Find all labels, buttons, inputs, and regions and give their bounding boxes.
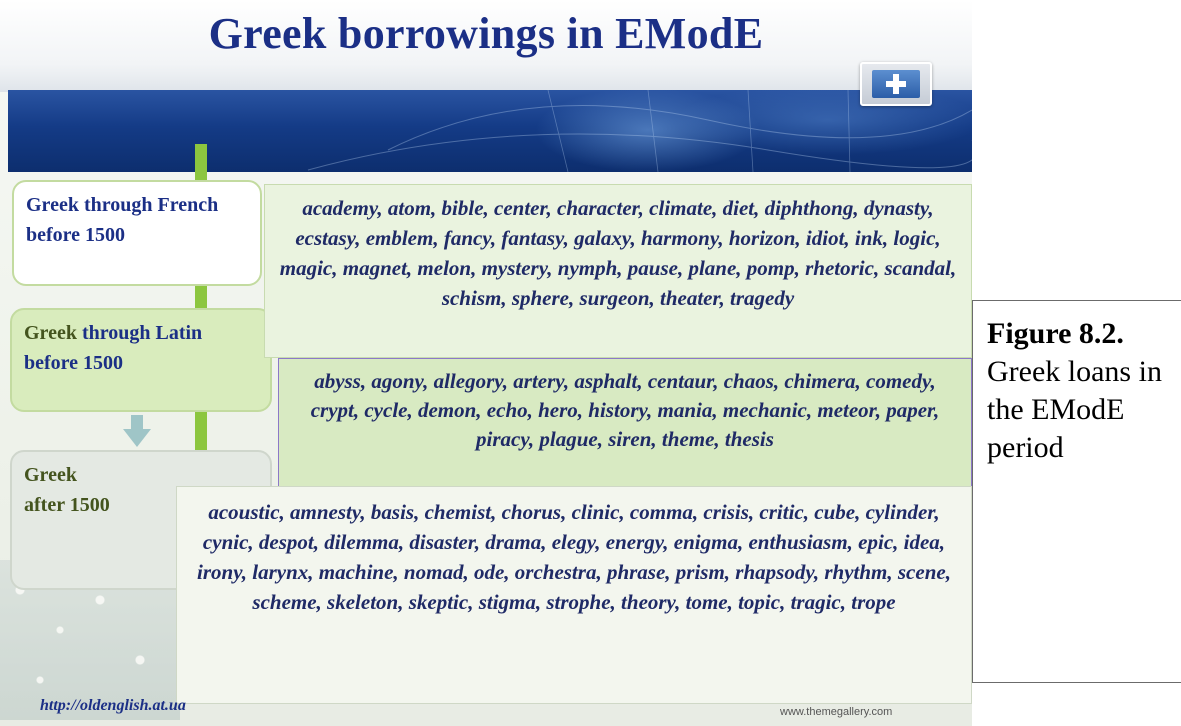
title-band [0, 0, 972, 92]
label-greek-through-latin: Greek through Latin before 1500 [10, 308, 272, 412]
word-list-french: academy, atom, bible, center, character,… [264, 184, 972, 358]
label-greek-word: Greek [24, 322, 77, 344]
label-rest: through French before 1500 [26, 194, 219, 246]
world-map-banner [8, 90, 972, 172]
label-rest: through Latin before 1500 [24, 322, 203, 374]
label-greek-word: Greek [26, 194, 79, 216]
figure-caption: Figure 8.2. Greek loans in the EModE per… [972, 300, 1181, 683]
slide: Greek borrowings in EModE Greek through … [0, 0, 972, 726]
source-url: http://oldenglish.at.ua [40, 697, 186, 714]
word-list-latin: abyss, agony, allegory, artery, asphalt,… [278, 358, 972, 496]
label-line-2: after 1500 [24, 494, 110, 516]
label-greek-through-french: Greek through French before 1500 [12, 180, 262, 286]
label-line-1: Greek [24, 464, 77, 486]
figure-caption-text: Greek loans in the EModE period [987, 355, 1162, 464]
world-map-grid [307, 90, 972, 172]
word-list-after-1500: acoustic, amnesty, basis, chemist, choru… [176, 486, 972, 704]
plus-icon [860, 62, 932, 106]
figure-number: Figure 8.2. [987, 317, 1124, 350]
arrow-down-icon [123, 415, 151, 447]
slide-title: Greek borrowings in EModE [208, 9, 764, 58]
theme-url: www.themegallery.com [780, 706, 893, 718]
